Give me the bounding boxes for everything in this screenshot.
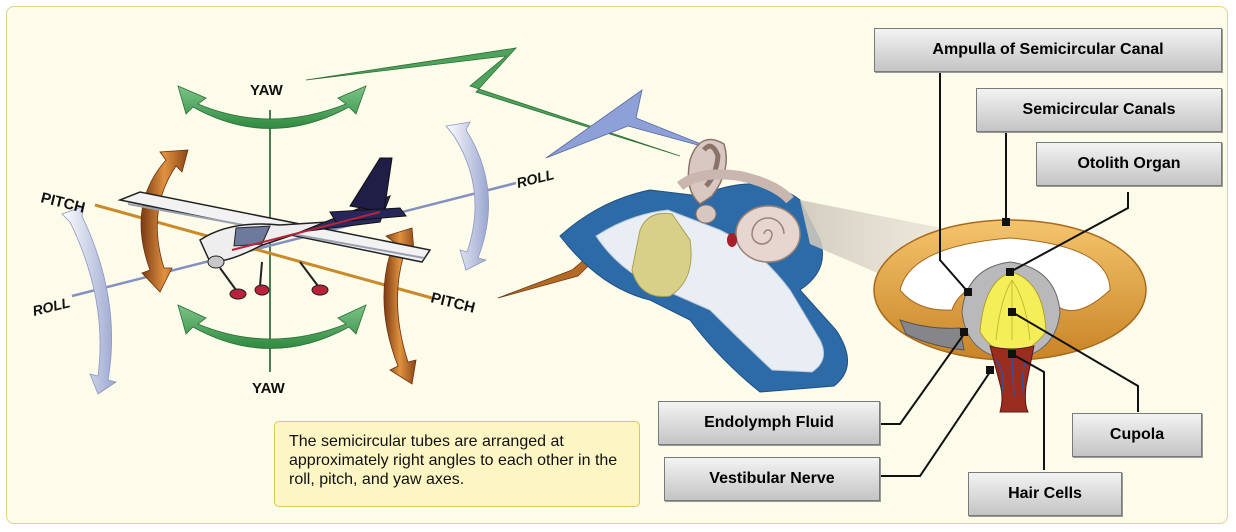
vestibular-nerve-label: Vestibular Nerve xyxy=(664,457,880,501)
pitch-right-label: PITCH xyxy=(429,289,477,316)
yaw-pointer-wedge xyxy=(306,48,680,156)
hair-cells-label: Hair Cells xyxy=(968,472,1122,516)
endolymph-fluid-label: Endolymph Fluid xyxy=(658,401,880,445)
roll-right-label: ROLL xyxy=(515,166,556,191)
pitch-arrow-left xyxy=(141,150,188,292)
roll-pointer-wedge xyxy=(546,90,716,158)
explanation-note: The semicircular tubes are arranged at a… xyxy=(274,421,640,507)
roll-left-label: ROLL xyxy=(31,294,72,319)
cupola-label: Cupola xyxy=(1072,413,1202,457)
inner-ear-illustration xyxy=(560,140,848,392)
yaw-arrow-bottom xyxy=(178,305,366,349)
yaw-bottom-label: YAW xyxy=(252,380,286,397)
roll-arrow-left xyxy=(62,206,116,394)
otolith-organ-label: Otolith Organ xyxy=(1036,142,1222,186)
pitch-left-label: PITCH xyxy=(39,189,87,216)
semicircular-canals-label: Semicircular Canals xyxy=(976,88,1222,132)
ampulla-label: Ampulla of Semicircular Canal xyxy=(874,28,1222,72)
yaw-top-label: YAW xyxy=(250,82,284,99)
